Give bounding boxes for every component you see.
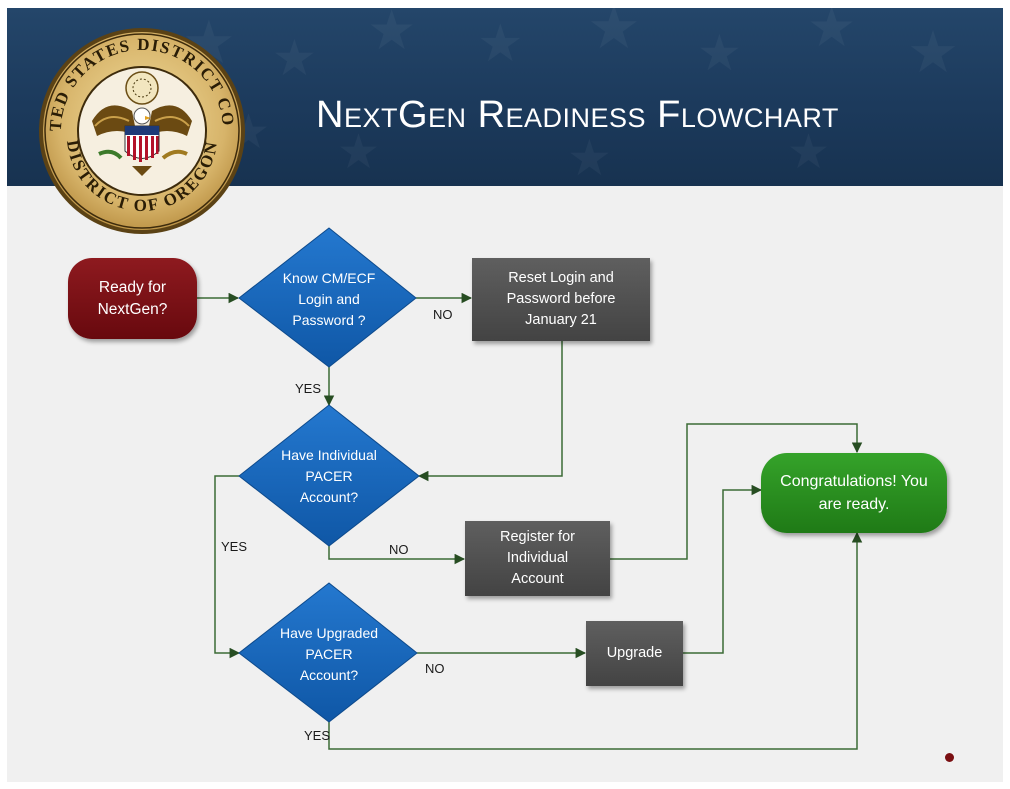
login-no-label: NO bbox=[433, 307, 453, 322]
court-seal-logo: UNITED STATES DISTRICT COURT DISTRICT OF… bbox=[37, 26, 245, 234]
register-account-label: Register for Individual Account bbox=[500, 528, 575, 587]
edge-upgraded-yes bbox=[328, 531, 863, 750]
decision-login-shape bbox=[238, 227, 417, 368]
reset-login-label: Reset Login and Password before January … bbox=[506, 269, 616, 328]
page-title: NextGen Readiness Flowchart bbox=[316, 94, 839, 136]
start-node: Ready for NextGen? bbox=[68, 258, 197, 339]
reset-login-box: Reset Login and Password before January … bbox=[472, 258, 650, 341]
ready-node: Congratulations! You are ready. bbox=[761, 453, 947, 533]
ready-node-label: Congratulations! You are ready. bbox=[780, 472, 928, 513]
upgraded-yes-label: YES bbox=[304, 728, 331, 743]
edge-upgrade-to-done bbox=[683, 484, 763, 654]
decision-pacer-label: Have Individual PACER Account? bbox=[281, 446, 377, 505]
pacer-yes-label: YES bbox=[221, 539, 248, 554]
edge-register-to-done bbox=[610, 423, 863, 560]
edge-pacer-no bbox=[328, 546, 466, 565]
login-yes-label: YES bbox=[295, 381, 322, 396]
upgrade-box: Upgrade bbox=[586, 621, 683, 686]
start-node-label: Ready for NextGen? bbox=[97, 278, 168, 318]
decision-upgraded-label: Have Upgraded PACER Account? bbox=[279, 624, 379, 683]
decision-upgraded: Have Upgraded PACER Account? bbox=[279, 606, 379, 702]
edge-pacer-yes bbox=[214, 475, 241, 659]
decision-pacer: Have Individual PACER Account? bbox=[279, 428, 379, 524]
decision-upgraded-shape bbox=[238, 582, 418, 723]
upgraded-no-label: NO bbox=[425, 661, 445, 676]
decision-pacer-shape bbox=[238, 404, 420, 547]
register-account-box: Register for Individual Account bbox=[465, 521, 610, 596]
edge-reset-to-pacer bbox=[417, 341, 563, 482]
decision-login: Know CM/ECF Login and Password ? bbox=[279, 245, 379, 353]
slide-marker-dot bbox=[945, 753, 954, 762]
pacer-no-label: NO bbox=[389, 542, 409, 557]
slide: ★ ★ ★ ★ ★ ★ ★ ★ ★ ★ ★ ★ NextGen Readines… bbox=[7, 8, 1003, 782]
decision-login-label: Know CM/ECF Login and Password ? bbox=[282, 269, 376, 328]
upgrade-label: Upgrade bbox=[606, 644, 663, 661]
flow-connectors bbox=[197, 227, 863, 750]
